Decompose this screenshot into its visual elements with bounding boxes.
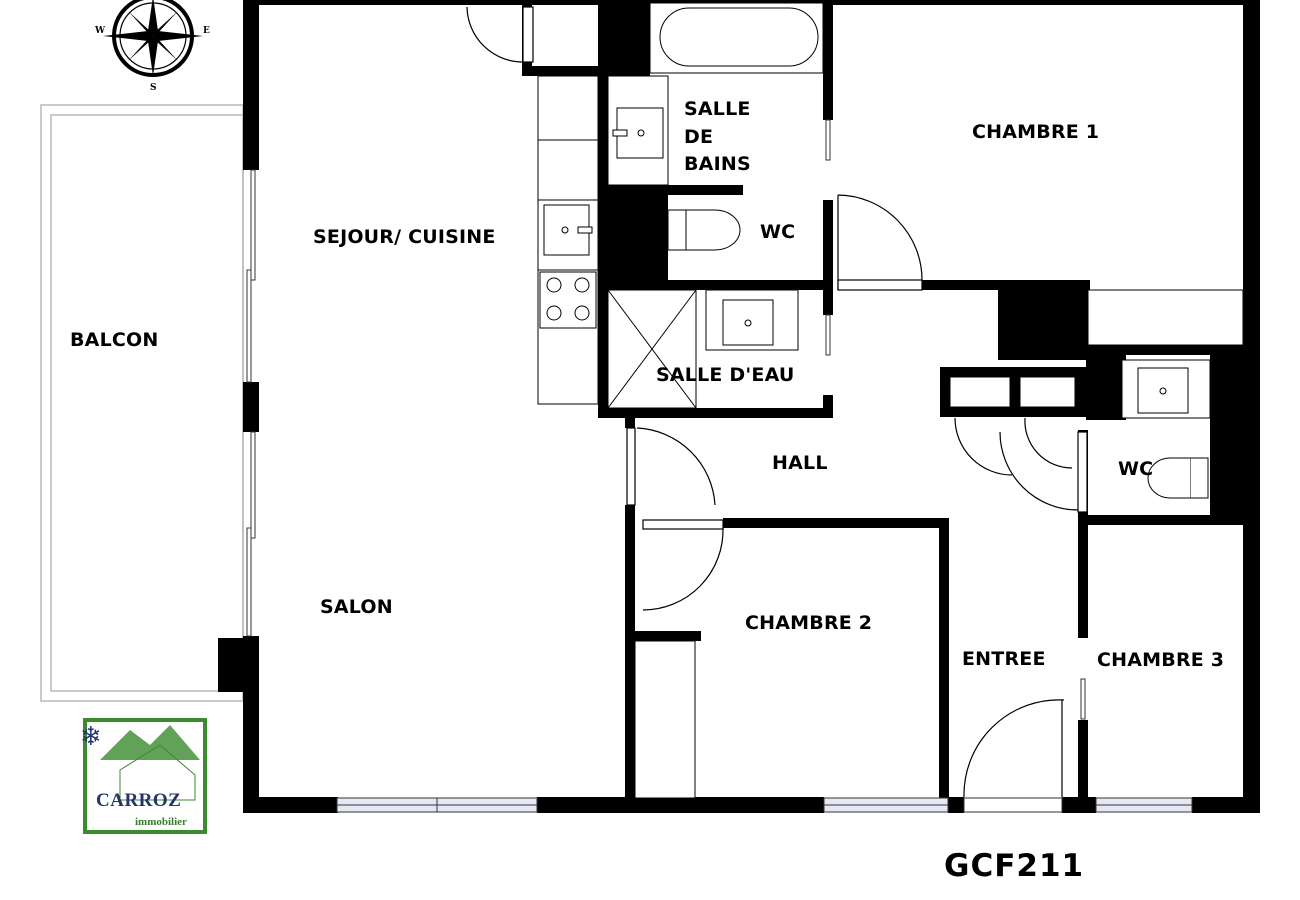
room-label-salle-de-bains: SALLE DE BAINS	[684, 98, 751, 176]
compass-east-label: E	[203, 26, 210, 36]
room-label-balcon: BALCON	[70, 329, 159, 351]
walls	[218, 0, 1260, 813]
room-label-chambre-1: CHAMBRE 1	[972, 121, 1100, 143]
room-label-entree: ENTREE	[962, 648, 1046, 670]
logo-title: CARROZ	[96, 790, 182, 811]
company-logo: ❄	[80, 718, 207, 834]
room-label-salle-deau: SALLE D'EAU	[656, 364, 795, 386]
compass-west-label: W	[95, 26, 106, 36]
svg-text:❄: ❄	[80, 722, 102, 752]
room-label-wc-2: WC	[1118, 458, 1154, 480]
room-label-salon: SALON	[320, 596, 393, 618]
logo-subtitle: immobilier	[135, 816, 187, 828]
room-label-hall: HALL	[772, 452, 828, 474]
plan-reference-code: GCF211	[944, 848, 1085, 884]
room-label-sejour-cuisine: SEJOUR/ CUISINE	[313, 226, 496, 248]
compass-rose-icon	[103, 0, 203, 77]
balcony-outline	[40, 104, 244, 702]
fixtures	[537, 2, 1244, 799]
room-label-chambre-3: CHAMBRE 3	[1097, 649, 1225, 671]
room-label-chambre-2: CHAMBRE 2	[745, 612, 873, 634]
door-swings	[466, 6, 1088, 798]
compass-south-label: S	[150, 83, 157, 93]
room-label-wc-1: WC	[760, 221, 796, 243]
windows	[246, 119, 1193, 813]
